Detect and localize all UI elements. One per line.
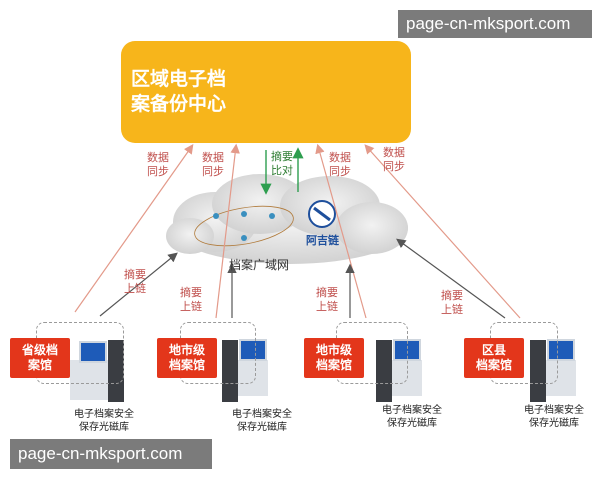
sync-label-4-line2: 同步 xyxy=(383,160,405,173)
storage-3-line2: 保存光磁库 xyxy=(387,418,437,429)
sync-label-3-line1: 数据 xyxy=(329,151,351,164)
chain-label-3-line1: 摘要 xyxy=(316,286,338,299)
storage-3-line1: 电子档案安全 xyxy=(382,405,442,416)
sync-label-1-line1: 数据 xyxy=(147,151,169,164)
chain-label-2-line2: 上链 xyxy=(180,300,202,313)
storage-2-line1: 电子档案安全 xyxy=(232,409,292,420)
sync-arrow-2 xyxy=(215,143,240,319)
archive-box-2: 地市级 档案馆 xyxy=(157,338,217,378)
storage-4-line1: 电子档案安全 xyxy=(524,405,584,416)
chain-label-4-line2: 上链 xyxy=(441,303,463,316)
chain-label-1: 摘要 上链 xyxy=(120,268,150,296)
sync-label-2-line2: 同步 xyxy=(202,165,224,178)
storage-label-3: 电子档案安全 保存光磁库 xyxy=(372,404,452,430)
watermark-bottom: page-cn-mksport.com xyxy=(10,439,212,469)
center-title-line2: 案备份中心 xyxy=(131,93,227,115)
chain-label-4: 摘要 上链 xyxy=(437,289,467,317)
storage-1-line1: 电子档案安全 xyxy=(74,409,134,420)
archive-box-1: 省级档 案馆 xyxy=(10,338,70,378)
archive-1-line2: 案馆 xyxy=(27,358,52,372)
sync-label-3: 数据 同步 xyxy=(325,151,355,179)
sync-label-1: 数据 同步 xyxy=(143,151,173,179)
chain-arrow-4 xyxy=(396,238,506,319)
chain-label-2-line1: 摘要 xyxy=(180,286,202,299)
storage-4-line2: 保存光磁库 xyxy=(529,418,579,429)
chain-logo-icon xyxy=(308,200,336,228)
chain-label-2: 摘要 上链 xyxy=(176,286,206,314)
archive-1-line1: 省级档 xyxy=(21,343,58,357)
archive-3-line1: 地市级 xyxy=(315,343,352,357)
center-title-line1: 区域电子档 xyxy=(131,68,227,90)
chain-label-3-line2: 上链 xyxy=(316,300,338,313)
sync-label-2: 数据 同步 xyxy=(198,151,228,179)
backup-center-title: 区域电子档 案备份中心 xyxy=(131,67,243,117)
chain-arrow-1 xyxy=(99,252,178,317)
archive-box-3: 地市级 档案馆 xyxy=(304,338,364,378)
digest-label-line2: 比对 xyxy=(271,164,293,177)
archive-3-line2: 档案馆 xyxy=(315,358,352,372)
sync-arrow-1 xyxy=(74,144,194,313)
archive-4-line1: 区县 xyxy=(481,343,506,357)
storage-label-4: 电子档案安全 保存光磁库 xyxy=(514,404,594,430)
network-cloud xyxy=(166,174,408,264)
sync-label-4-line1: 数据 xyxy=(383,146,405,159)
archive-box-4: 区县 档案馆 xyxy=(464,338,524,378)
chain-label-1-line1: 摘要 xyxy=(124,268,146,281)
storage-device-2 xyxy=(222,339,268,402)
sync-arrow-3 xyxy=(315,143,367,319)
archive-2-line1: 地市级 xyxy=(168,343,205,357)
chain-label-3: 摘要 上链 xyxy=(312,286,342,314)
digest-compare-label: 摘要 比对 xyxy=(267,150,297,178)
storage-label-2: 电子档案安全 保存光磁库 xyxy=(222,408,302,434)
archive-4-line2: 档案馆 xyxy=(475,358,512,372)
storage-1-line2: 保存光磁库 xyxy=(79,422,129,433)
archive-2-line2: 档案馆 xyxy=(168,358,205,372)
sync-label-3-line2: 同步 xyxy=(329,165,351,178)
sync-label-1-line2: 同步 xyxy=(147,165,169,178)
chain-label-4-line1: 摘要 xyxy=(441,289,463,302)
chain-label-1-line2: 上链 xyxy=(124,282,146,295)
sync-label-4: 数据 同步 xyxy=(379,146,409,174)
sync-label-2-line1: 数据 xyxy=(202,151,224,164)
watermark-top: page-cn-mksport.com xyxy=(398,10,592,38)
backup-center-box xyxy=(121,41,411,143)
chain-name-label: 阿吉链 xyxy=(306,234,339,247)
network-label: 档案广域网 xyxy=(229,258,290,272)
digest-label-line1: 摘要 xyxy=(271,150,293,163)
storage-2-line2: 保存光磁库 xyxy=(237,422,287,433)
storage-device-1 xyxy=(70,340,124,402)
sync-arrow-4 xyxy=(364,144,521,319)
storage-label-1: 电子档案安全 保存光磁库 xyxy=(64,408,144,434)
